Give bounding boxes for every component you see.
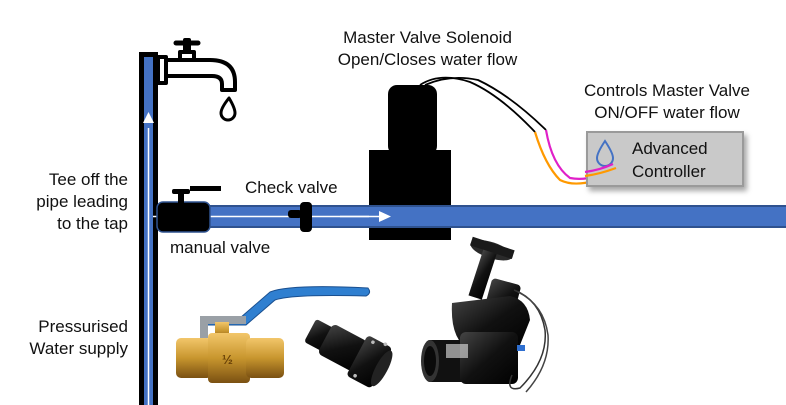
controller-line-1: Advanced xyxy=(632,139,708,158)
vertical-supply-pipe xyxy=(139,52,158,405)
water-drop-icon xyxy=(595,139,615,167)
check-valve-label: Check valve xyxy=(245,178,338,197)
master-valve-solenoid xyxy=(340,85,451,240)
tee-off-label: Tee off the pipe leading to the tap xyxy=(36,170,128,233)
arrow-up-icon xyxy=(143,112,154,123)
controller-line-2: Controller xyxy=(632,162,706,181)
faucet-icon xyxy=(156,38,237,122)
solenoid-label: Master Valve Solenoid Open/Closes water … xyxy=(337,28,518,69)
advanced-controller: Advanced Controller xyxy=(586,131,744,187)
manual-valve-label: manual valve xyxy=(170,238,271,257)
manual-valve-symbol xyxy=(156,186,221,233)
drip-icon xyxy=(219,96,237,122)
controls-label: Controls Master Valve ON/OFF water flow xyxy=(584,81,750,122)
check-valve-symbol xyxy=(288,202,312,232)
horizontal-pipe xyxy=(153,205,786,228)
pressurised-supply-label: Pressurised Water supply xyxy=(29,317,128,358)
